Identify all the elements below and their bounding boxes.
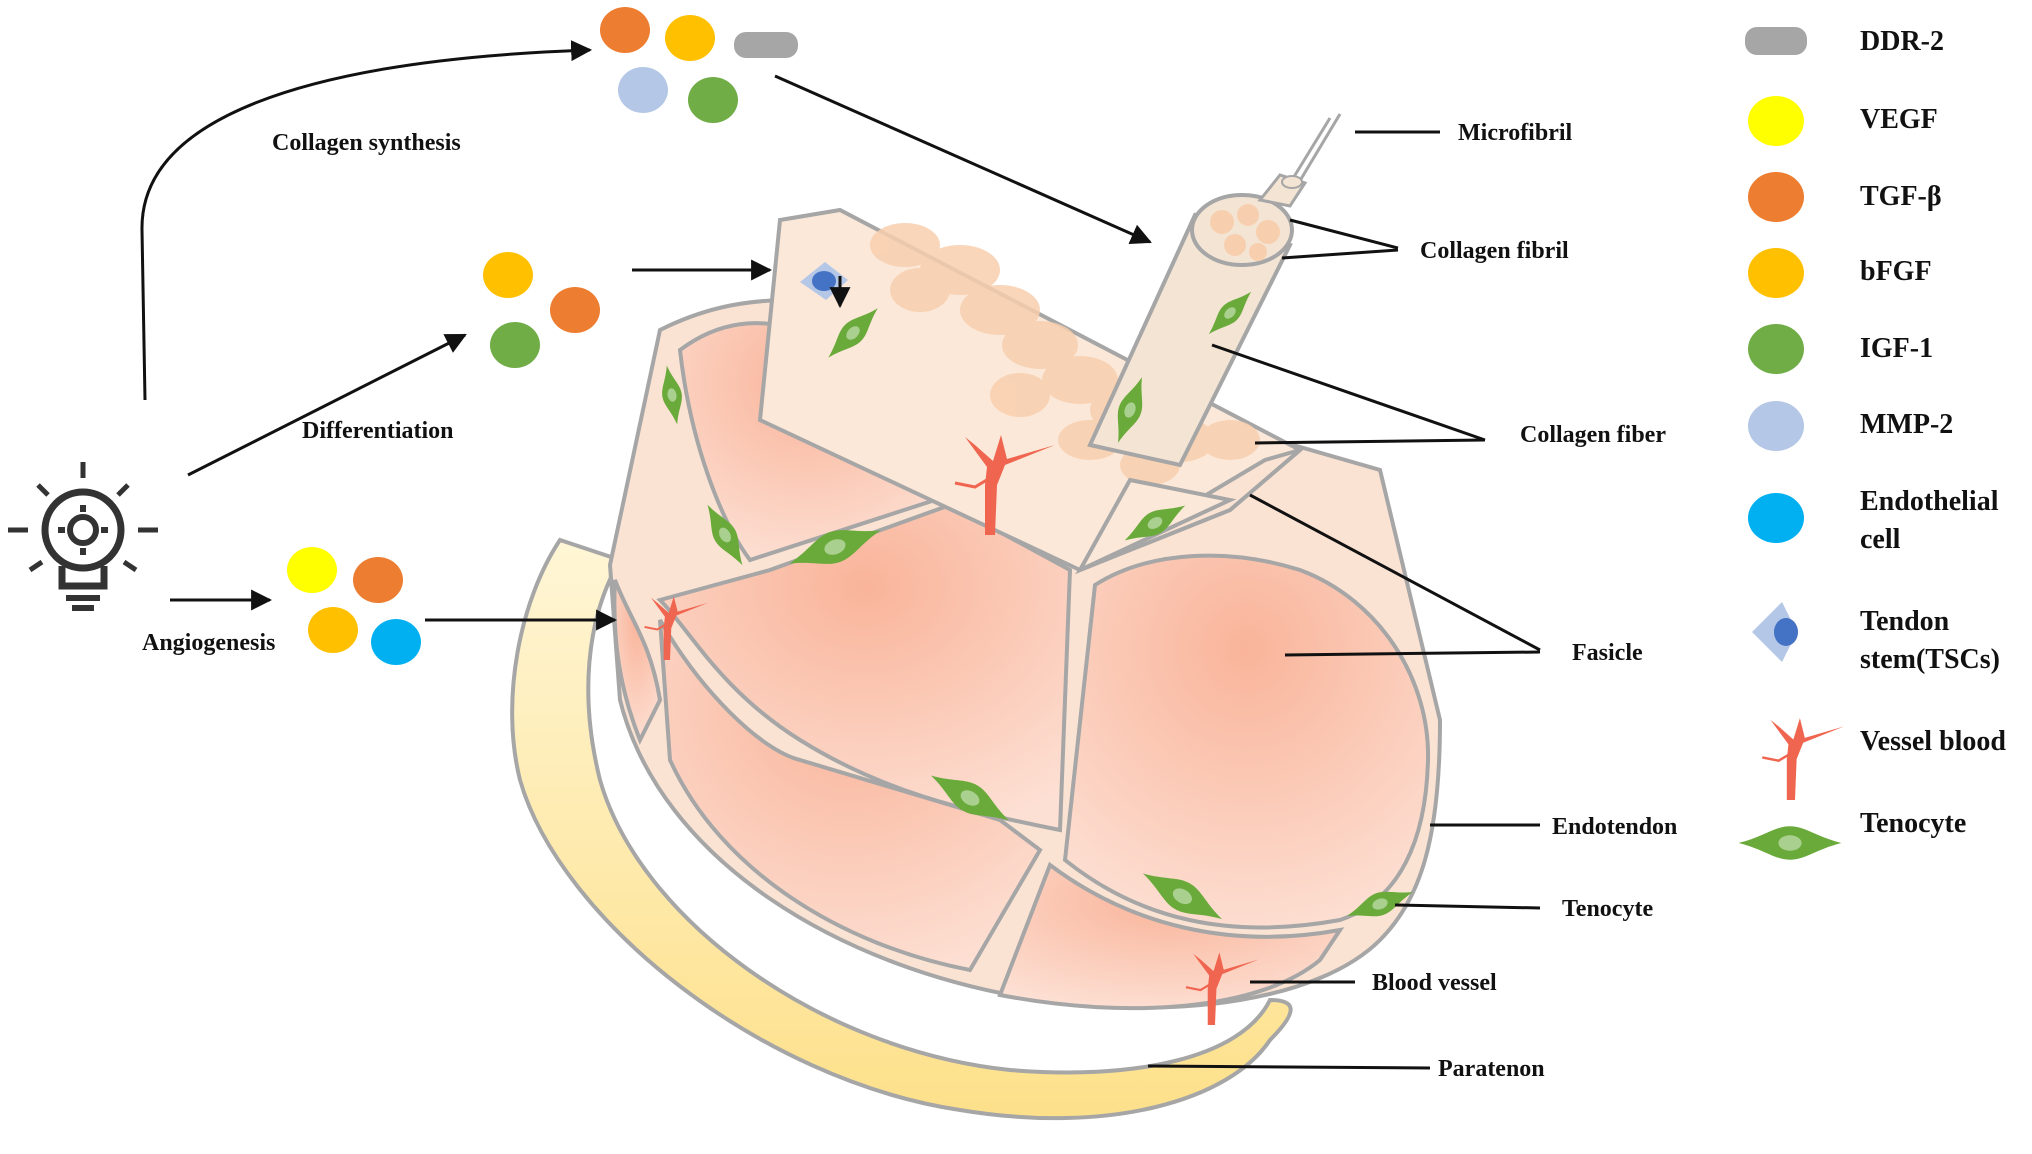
collagen-synthesis-label: Collagen synthesis	[272, 130, 461, 156]
legend-endothelial-label: Endothelial	[1860, 486, 1999, 517]
bfgf-circle	[665, 15, 715, 61]
legend-mmp2-symbol	[1748, 401, 1804, 451]
tendon-stem-cell	[800, 262, 851, 309]
blood-vessel-label: Blood vessel	[1372, 970, 1497, 996]
fibril-bundle	[870, 223, 1260, 485]
legend-stem-cell-symbol	[1752, 602, 1798, 662]
legend-tenocyte-label: Tenocyte	[1860, 808, 1966, 839]
igf1-circle	[688, 77, 738, 123]
tgf-beta-circle	[353, 557, 403, 603]
leader-lines	[1147, 130, 1541, 1070]
differentiation-label: Differentiation	[302, 418, 454, 444]
fascicle	[612, 579, 663, 745]
tgf-beta-circle	[600, 7, 650, 53]
legend-ddr2-symbol	[1745, 27, 1807, 55]
legend-bfgf-label: bFGF	[1860, 256, 1932, 287]
angiogenesis-label: Angiogenesis	[142, 630, 275, 656]
ddr2-pill	[734, 32, 798, 58]
differentiation-factors	[483, 252, 600, 368]
legend-stem-cell-label: Tendon	[1860, 606, 1950, 637]
bfgf-circle	[308, 607, 358, 653]
tgf-beta-circle	[550, 287, 600, 333]
bfgf-circle	[483, 252, 533, 298]
process-arrows	[140, 40, 1152, 631]
paratenon	[510, 537, 1293, 1121]
legend-endothelial-label-line2: cell	[1860, 524, 1901, 555]
collagen-fiber-label: Collagen fiber	[1520, 422, 1666, 448]
fasicle-label: Fasicle	[1572, 640, 1643, 666]
legend-endothelial-symbol	[1748, 493, 1804, 543]
lightbulb-gear-icon	[8, 462, 158, 611]
legend-vegf-label: VEGF	[1860, 104, 1938, 135]
legend-bfgf-symbol	[1748, 248, 1804, 298]
collagen-fibril-label: Collagen fibril	[1420, 238, 1569, 264]
fascicle-cutout	[757, 207, 1304, 575]
tenocyte-label: Tenocyte	[1562, 896, 1653, 922]
fascicle	[656, 502, 1073, 833]
legend-vessel-label: Vessel blood	[1860, 726, 2006, 757]
legend-tgf-beta-label: TGF-β	[1860, 181, 1942, 212]
collagen-synthesis-factors	[600, 7, 798, 123]
angiogenesis-factors	[287, 547, 421, 665]
mmp2-circle	[618, 67, 668, 113]
legend-igf1-label: IGF-1	[1860, 333, 1933, 364]
legend-igf1-symbol	[1748, 324, 1804, 374]
endothelial-circle	[371, 619, 421, 665]
fascicle	[658, 619, 1043, 973]
igf1-circle	[490, 322, 540, 368]
legend-vessel-symbol	[1761, 716, 1845, 800]
vegf-circle	[287, 547, 337, 593]
legend-tgf-beta-symbol	[1748, 172, 1804, 222]
microfibril-label: Microfibril	[1458, 120, 1573, 146]
paratenon-label: Paratenon	[1438, 1056, 1545, 1082]
legend-stem-cell-label-line2: stem(TSCs)	[1860, 644, 2000, 675]
legend-tenocyte-symbol	[1738, 826, 1842, 860]
legend: DDR-2 VEGF TGF-β bFGF IGF-1 MMP-2 Endoth…	[1738, 26, 2006, 860]
fascicle	[997, 861, 1345, 1011]
legend-mmp2-label: MMP-2	[1860, 409, 1953, 440]
legend-vegf-symbol	[1748, 96, 1804, 146]
legend-ddr2-label: DDR-2	[1860, 26, 1944, 57]
fascicle	[1062, 553, 1431, 930]
endotendon-label: Endotendon	[1552, 814, 1677, 840]
